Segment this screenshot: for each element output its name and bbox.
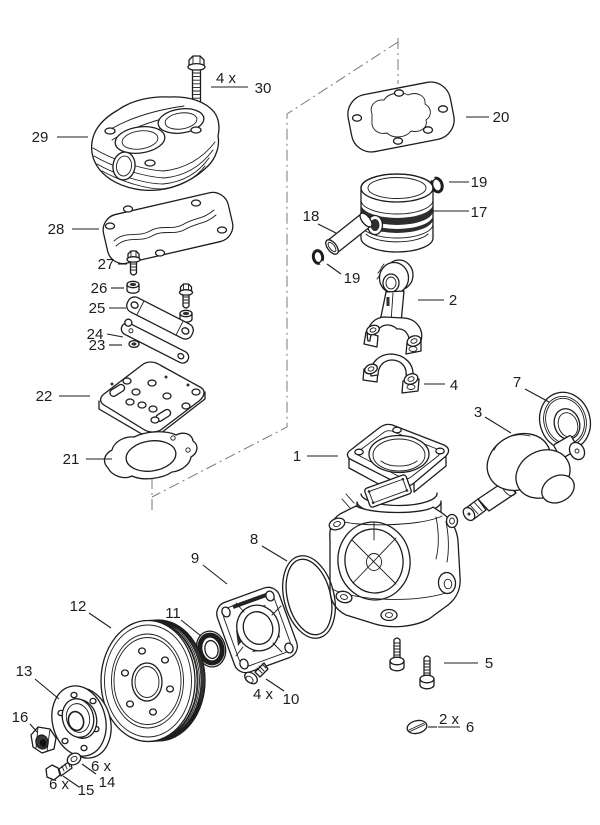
part-16-nut bbox=[30, 726, 57, 754]
callout-4: 4 bbox=[424, 377, 458, 394]
callout-9: 9 bbox=[191, 550, 228, 585]
callout-15: 6 x 15 bbox=[49, 775, 95, 799]
part-20-cylinder-gasket bbox=[347, 81, 455, 153]
part-unlabeled-screw bbox=[178, 283, 194, 309]
part-2-connecting-rod bbox=[363, 259, 423, 355]
callout-3-label: 3 bbox=[474, 404, 482, 421]
callout-10-label: 10 bbox=[283, 691, 300, 708]
part-26-nut bbox=[126, 280, 140, 294]
part-29-cylinder-head bbox=[90, 96, 220, 192]
callout-30-label: 30 bbox=[255, 80, 272, 97]
callout-19-upper: 19 bbox=[449, 174, 487, 191]
part-15-bolt bbox=[45, 760, 73, 781]
callout-21: 21 bbox=[63, 451, 112, 468]
callout-20-label: 20 bbox=[493, 109, 510, 126]
part-24-reed-valve bbox=[120, 318, 190, 364]
callout-9-label: 9 bbox=[191, 550, 199, 567]
callout-13: 13 bbox=[16, 663, 60, 700]
part-18-piston-pin bbox=[325, 212, 373, 255]
callout-22-label: 22 bbox=[36, 388, 53, 405]
callout-1: 1 bbox=[293, 448, 338, 465]
callout-6: 2 x 6 bbox=[428, 711, 474, 736]
callout-26: 26 bbox=[91, 280, 124, 297]
part-10-flange-screw bbox=[244, 662, 269, 685]
callout-2-label: 2 bbox=[449, 292, 457, 309]
callout-27: 27 bbox=[98, 256, 127, 273]
callout-14-qty: 6 x bbox=[91, 758, 112, 775]
callout-19-lower: 19 bbox=[326, 263, 361, 287]
part-19-circlip-lower bbox=[311, 249, 326, 267]
callout-19-lower-label: 19 bbox=[344, 270, 361, 287]
callout-29: 29 bbox=[32, 129, 88, 146]
callout-16: 16 bbox=[12, 709, 38, 733]
callout-5: 5 bbox=[444, 655, 493, 672]
callout-17-label: 17 bbox=[471, 204, 488, 221]
callout-10: 4 x 10 bbox=[253, 678, 300, 708]
callout-22: 22 bbox=[36, 388, 90, 405]
callout-26-label: 26 bbox=[91, 280, 108, 297]
callout-8: 8 bbox=[250, 531, 288, 562]
callout-24-label: 24 bbox=[87, 326, 104, 343]
callout-28-label: 28 bbox=[48, 221, 65, 238]
callout-12-label: 12 bbox=[70, 598, 87, 615]
callout-4-label: 4 bbox=[450, 377, 458, 394]
callout-14: 6 x 14 bbox=[81, 758, 116, 791]
callout-18: 18 bbox=[303, 208, 337, 234]
callout-25-label: 25 bbox=[89, 300, 106, 317]
part-21-valve-plate-gasket bbox=[103, 431, 198, 480]
part-5-screws bbox=[389, 637, 435, 690]
part-27-screw bbox=[126, 250, 141, 276]
part-17-piston bbox=[360, 173, 434, 253]
callout-7-label: 7 bbox=[513, 374, 521, 391]
callout-15-label: 15 bbox=[78, 782, 95, 799]
callout-28: 28 bbox=[48, 221, 99, 238]
callout-6-qty: 2 x bbox=[439, 711, 460, 728]
callout-18-label: 18 bbox=[303, 208, 320, 225]
callout-29-label: 29 bbox=[32, 129, 49, 146]
callout-6-label: 6 bbox=[466, 719, 474, 736]
callout-23-label: 23 bbox=[89, 337, 106, 354]
part-8-o-ring bbox=[282, 555, 336, 639]
callout-12: 12 bbox=[70, 598, 112, 629]
part-22-valve-plate bbox=[98, 361, 206, 441]
callout-30-qty: 4 x bbox=[216, 70, 237, 87]
callout-27-label: 27 bbox=[98, 256, 115, 273]
callout-10-qty: 4 x bbox=[253, 686, 274, 703]
callout-21-label: 21 bbox=[63, 451, 80, 468]
part-28-head-gasket bbox=[102, 191, 234, 265]
callout-14-label: 14 bbox=[99, 774, 116, 791]
part-25-valve-stop-plate bbox=[126, 296, 194, 340]
part-9-bearing-cover bbox=[216, 586, 298, 674]
phantom-center-line bbox=[151, 38, 399, 512]
part-12-pulley bbox=[100, 619, 206, 743]
part-23-nut bbox=[128, 339, 140, 349]
part-13-hub bbox=[51, 685, 112, 759]
callout-13-label: 13 bbox=[16, 663, 33, 680]
part-14-washer bbox=[66, 752, 82, 766]
part-11-shaft-seal bbox=[195, 630, 227, 668]
callout-20: 20 bbox=[466, 109, 509, 126]
callout-24: 24 bbox=[87, 326, 124, 343]
callout-11: 11 bbox=[165, 605, 202, 637]
callout-19-upper-label: 19 bbox=[471, 174, 488, 191]
callout-3: 3 bbox=[474, 404, 512, 434]
callout-2: 2 bbox=[418, 292, 457, 309]
callout-25: 25 bbox=[89, 300, 126, 317]
callout-7: 7 bbox=[513, 374, 550, 403]
part-3-crankshaft bbox=[462, 432, 586, 522]
callout-5-label: 5 bbox=[485, 655, 493, 672]
callout-17: 17 bbox=[429, 204, 487, 221]
callout-1-label: 1 bbox=[293, 448, 301, 465]
callout-16-label: 16 bbox=[12, 709, 29, 726]
callout-11-label: 11 bbox=[165, 605, 181, 622]
callout-30: 4 x 30 bbox=[211, 70, 271, 97]
callout-23: 23 bbox=[89, 337, 122, 354]
callout-8-label: 8 bbox=[250, 531, 258, 548]
part-6-plug bbox=[406, 719, 428, 735]
part-1-crankcase bbox=[328, 423, 461, 628]
part-4-bearing-cap bbox=[362, 353, 420, 394]
callout-15-qty: 6 x bbox=[49, 776, 70, 793]
